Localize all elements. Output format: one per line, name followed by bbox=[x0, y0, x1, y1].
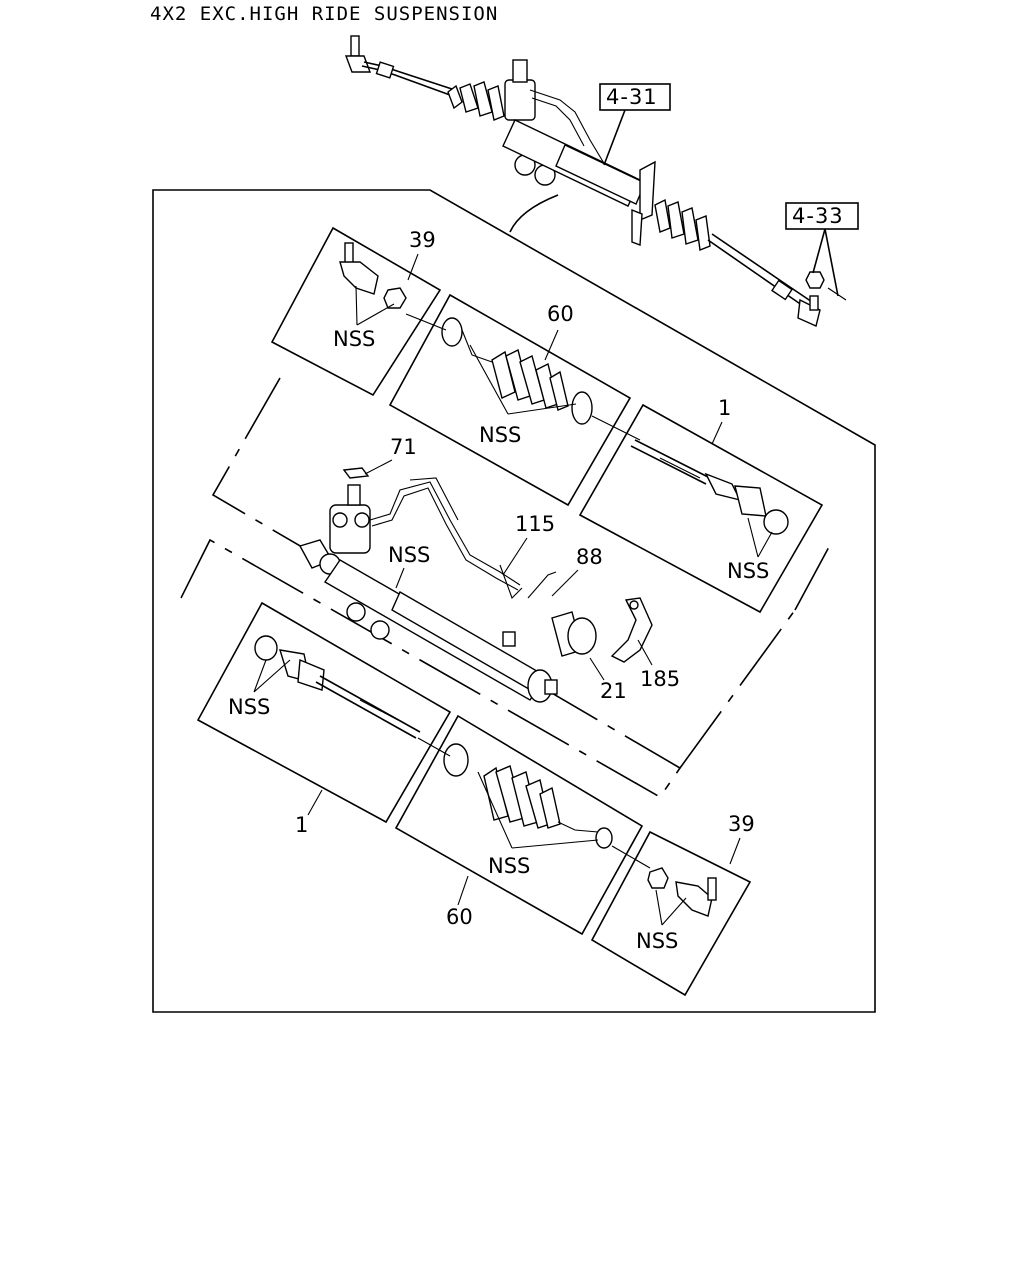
gear-housing-box bbox=[179, 377, 831, 799]
nss-label-gear-housing: NSS bbox=[388, 543, 430, 567]
callout-39-upper: 39 bbox=[409, 228, 436, 252]
nss-label-1-lower: NSS bbox=[228, 695, 270, 719]
gear-housing-assembly bbox=[298, 467, 653, 703]
callout-115: 115 bbox=[515, 512, 555, 536]
callout-21: 21 bbox=[600, 679, 627, 703]
nss-label-60-upper: NSS bbox=[479, 423, 521, 447]
connector-1-60-lower bbox=[417, 737, 451, 757]
group-box-39-upper bbox=[270, 226, 442, 397]
callout-185: 185 bbox=[640, 667, 680, 691]
nss-label-39-lower: NSS bbox=[636, 929, 678, 953]
group-box-60-upper bbox=[388, 293, 632, 507]
callout-60-upper: 60 bbox=[547, 302, 574, 326]
nss-label-1-upper: NSS bbox=[727, 559, 769, 583]
ref-box-4-33[interactable]: 4-33 bbox=[785, 202, 859, 230]
leader-4-33 bbox=[812, 228, 839, 297]
leader-4-31 bbox=[603, 109, 626, 166]
connector-39-60-upper bbox=[405, 313, 447, 331]
callout-60-lower: 60 bbox=[446, 905, 473, 929]
connector-60-1-upper bbox=[591, 415, 641, 441]
nss-label-60-lower: NSS bbox=[488, 854, 530, 878]
ref-box-4-31[interactable]: 4-31 bbox=[599, 83, 671, 111]
group-box-39-lower bbox=[590, 830, 752, 997]
ref-label-4-33: 4-33 bbox=[792, 204, 844, 228]
group-box-1-lower bbox=[196, 601, 452, 824]
outer-frame bbox=[152, 189, 876, 1013]
callout-71: 71 bbox=[390, 435, 417, 459]
callout-39-lower: 39 bbox=[728, 812, 755, 836]
callout-1-lower: 1 bbox=[295, 813, 308, 837]
nss-label-39-upper: NSS bbox=[333, 327, 375, 351]
connector-60-39-lower bbox=[611, 845, 651, 869]
group-box-1-upper bbox=[578, 403, 824, 614]
ref-label-4-31: 4-31 bbox=[606, 85, 658, 109]
callout-88: 88 bbox=[576, 545, 603, 569]
diagram-title: 4X2 EXC.HIGH RIDE SUSPENSION bbox=[150, 3, 498, 25]
callout-1-upper: 1 bbox=[718, 396, 731, 420]
assembled-steering-gear bbox=[344, 35, 847, 327]
group-box-60-lower bbox=[394, 714, 644, 936]
